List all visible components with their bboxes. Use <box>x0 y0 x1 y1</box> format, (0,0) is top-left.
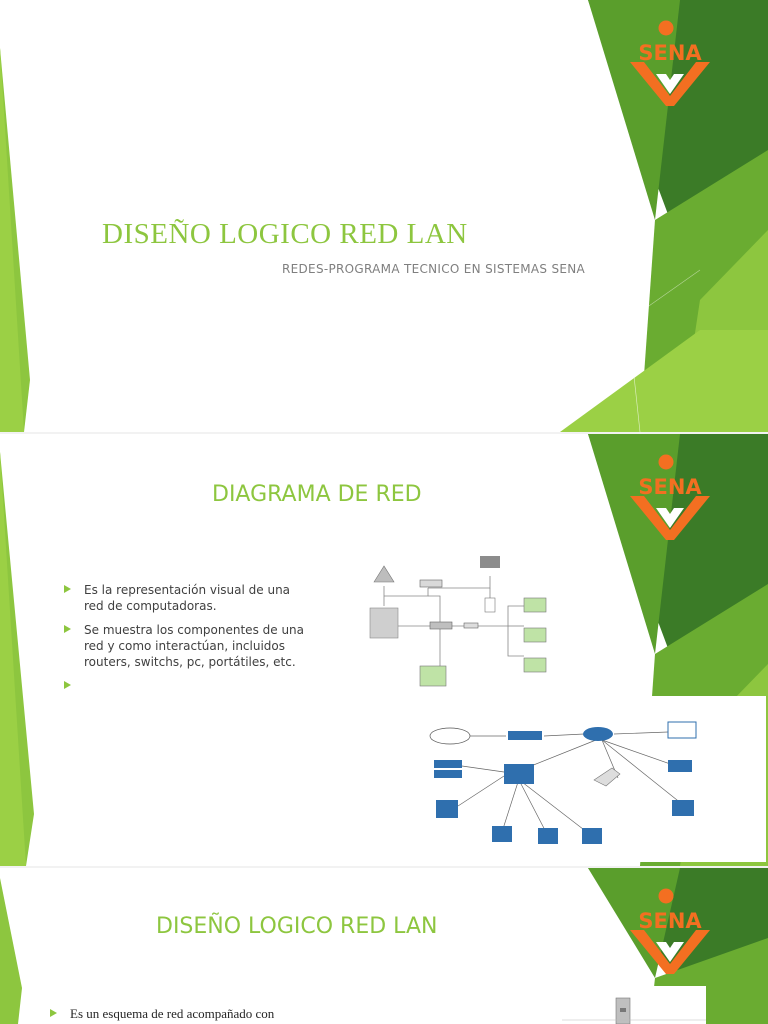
router-icon <box>583 727 613 741</box>
printer-icon <box>480 556 500 568</box>
list-item: Es la representación visual de una red d… <box>62 582 312 614</box>
triangle-bullet-icon <box>64 585 71 593</box>
phone-icon <box>484 597 496 613</box>
server-icon <box>434 760 462 768</box>
slide3-title: DISEÑO LOGICO RED LAN <box>156 914 438 939</box>
network-diagram-image <box>560 986 706 1024</box>
hub-icon <box>463 622 479 629</box>
network-diagram-image <box>358 546 572 694</box>
modem-icon <box>508 731 542 740</box>
computer-icon <box>672 800 694 816</box>
router-icon <box>419 579 443 588</box>
slide1-title: DISEÑO LOGICO RED LAN <box>102 218 468 250</box>
warning-triangle-icon <box>373 565 395 583</box>
slide3-bullet-list: Es un esquema de red acompañado con <box>48 1006 348 1024</box>
slide1-subtitle: REDES-PROGRAMA TECNICO EN SISTEMAS SENA <box>282 262 586 276</box>
green-decoration <box>0 0 768 432</box>
sena-person-icon <box>658 454 674 470</box>
computer-icon <box>436 800 458 818</box>
laptop-icon <box>523 657 547 673</box>
computer-icon <box>538 828 558 844</box>
triangle-bullet-icon <box>50 1009 57 1017</box>
server-icon <box>434 770 462 778</box>
list-item: Se muestra los componentes de una red y … <box>62 622 312 670</box>
computer-icon <box>419 665 447 687</box>
wireless-access-point-icon <box>667 721 697 739</box>
switch-icon <box>504 764 534 784</box>
wireless-device-icon <box>593 767 621 787</box>
triangle-bullet-icon <box>64 625 71 633</box>
sena-logo: SENA <box>630 888 710 974</box>
slide-2: SENA DIAGRAMA DE RED Es la representació… <box>0 434 768 866</box>
sena-logo: SENA <box>630 454 710 540</box>
computer-icon <box>582 828 602 844</box>
sena-logo-text: SENA <box>638 475 702 499</box>
triangle-bullet-icon <box>64 681 71 689</box>
slide-3: SENA DISEÑO LOGICO RED LAN Es un esquema… <box>0 868 768 1024</box>
cisco-network-diagram-image <box>406 696 766 862</box>
computer-icon <box>492 826 512 842</box>
slide2-title: DIAGRAMA DE RED <box>212 482 422 507</box>
sena-logo: SENA <box>630 20 710 106</box>
laptop-icon <box>668 760 692 772</box>
sena-person-icon <box>658 20 674 36</box>
sena-person-icon <box>658 888 674 904</box>
sena-logo-text: SENA <box>638 909 702 933</box>
sena-logo-text: SENA <box>638 41 702 65</box>
laptop-icon <box>523 627 547 643</box>
cloud-internet-icon <box>429 727 471 745</box>
slide-1: SENA DISEÑO LOGICO RED LAN REDES-PROGRAM… <box>0 0 768 432</box>
firewall-icon <box>369 607 399 639</box>
switch-icon <box>429 621 453 630</box>
laptop-icon <box>523 597 547 613</box>
list-item: Es un esquema de red acompañado con <box>48 1006 348 1022</box>
slide2-bullet-list: Es la representación visual de una red d… <box>62 582 312 689</box>
